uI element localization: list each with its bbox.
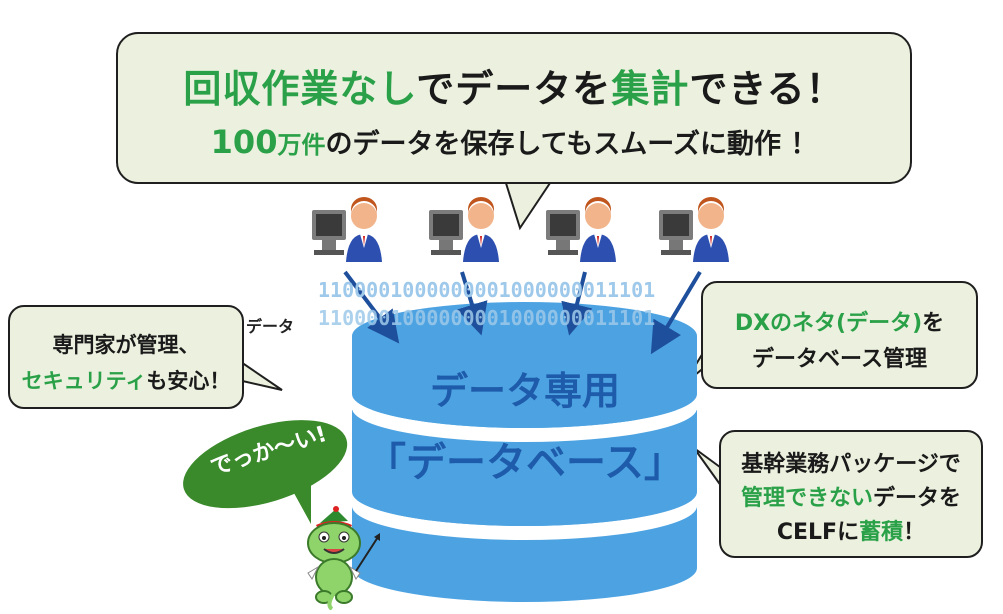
left-bubble-tail bbox=[237, 358, 283, 391]
celf-part3: ！ bbox=[903, 520, 926, 545]
celf-part1: CELFに bbox=[776, 520, 860, 545]
celf-rest1: データを bbox=[873, 486, 962, 511]
user-computer-icon bbox=[429, 197, 499, 262]
celf-line3: CELFに蓄積！ bbox=[721, 514, 981, 546]
celf-line2: 管理できないデータを bbox=[721, 480, 981, 512]
headline: 回収作業なしでデータを集計できる！ bbox=[118, 58, 910, 113]
database-name: 「データベース」 bbox=[366, 440, 684, 486]
celf-keyword1: 管理できない bbox=[740, 486, 873, 511]
dx-keyword: DXのネタ(データ) bbox=[734, 311, 923, 336]
security-keyword: セキュリティ bbox=[21, 369, 147, 393]
dx-rest: を bbox=[922, 311, 945, 336]
frog-mascot-icon bbox=[307, 506, 380, 610]
database-title: データ専用 bbox=[429, 369, 620, 413]
celf-keyword2: 蓄積 bbox=[859, 520, 904, 545]
user-computer-icon bbox=[312, 197, 382, 262]
headline-bubble: 回収作業なしでデータを集計できる！ 100万件のデータを保存してもスムーズに動作… bbox=[116, 32, 912, 184]
dx-data-bubble: DXのネタ(データ)を データベース管理 bbox=[701, 281, 978, 389]
headline-part2: でデータを bbox=[416, 67, 612, 111]
subheadline-rest: のデータを保存してもスムーズに動作 ！ bbox=[325, 129, 818, 160]
security-bubble: 専門家が管理、 セキュリティも安心！ bbox=[8, 305, 244, 409]
headline-part1: 回収作業なし bbox=[183, 67, 417, 111]
celf-line1: 基幹業務パッケージで bbox=[741, 452, 961, 477]
binary-row: 1100001000000001000000011101 bbox=[318, 278, 656, 302]
subheadline-number: 100 bbox=[210, 123, 278, 161]
subheadline-unit: 万件 bbox=[277, 131, 326, 159]
dx-line1: DXのネタ(データ)を bbox=[703, 305, 976, 337]
dx-line2: データベース管理 bbox=[752, 347, 927, 372]
data-label: データ bbox=[246, 317, 295, 336]
security-line2: セキュリティも安心！ bbox=[10, 365, 242, 395]
user-computer-icon bbox=[546, 197, 616, 262]
security-rest: も安心！ bbox=[146, 369, 231, 393]
user-computer-icon bbox=[659, 197, 729, 262]
binary-stream: 1100001000000001000000011101 11000010000… bbox=[318, 276, 655, 332]
subheadline: 100万件のデータを保存してもスムーズに動作 ！ bbox=[118, 122, 910, 161]
database-icon bbox=[352, 302, 697, 602]
security-line1: 専門家が管理、 bbox=[52, 333, 200, 357]
headline-part4: できる！ bbox=[689, 67, 845, 111]
headline-part3: 集計 bbox=[611, 67, 690, 111]
celf-bubble: 基幹業務パッケージで 管理できないデータを CELFに蓄積！ bbox=[719, 430, 983, 558]
mascot-speech-bubble bbox=[183, 420, 348, 524]
binary-row: 1100001000000001000000011101 bbox=[318, 306, 656, 330]
arrow-icons bbox=[343, 270, 702, 355]
